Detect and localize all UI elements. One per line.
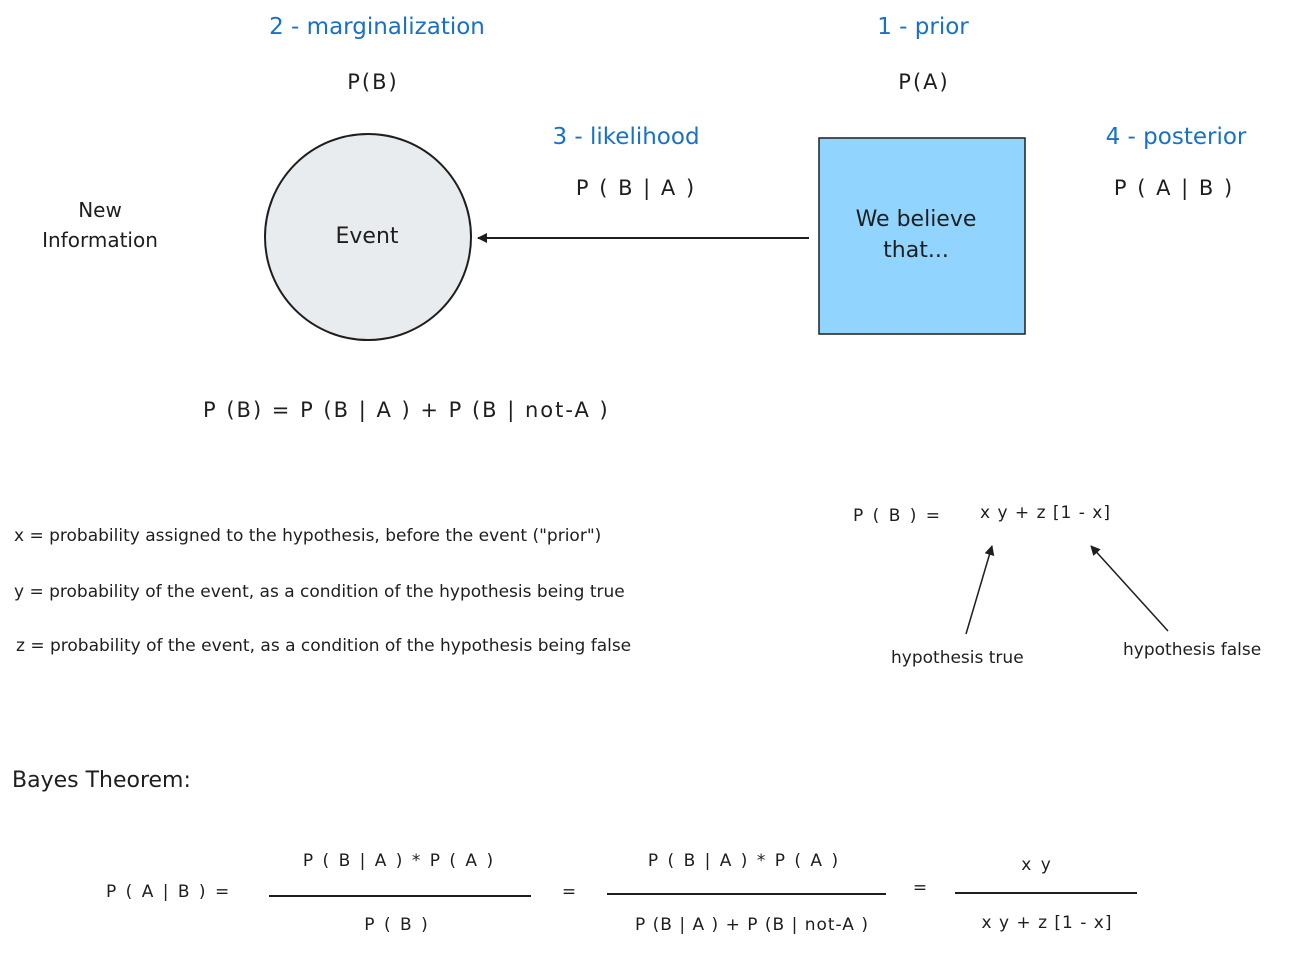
marginal-formula: P (B) = P (B | A ) + P (B | not-A ) — [203, 398, 610, 422]
bayes-frac3-numerator: x y — [1021, 855, 1053, 875]
bayes-frac1-numerator: P ( B | A ) * P ( A ) — [302, 851, 496, 871]
new-information-line1: New — [78, 198, 122, 222]
term-pba: P ( B | A ) — [575, 176, 697, 200]
bayes-equals-1: = — [561, 882, 577, 902]
arrow-hypothesis-false — [1090, 545, 1169, 632]
label-posterior: 4 - posterior — [1105, 124, 1247, 150]
bayes-frac2-numerator: P ( B | A ) * P ( A ) — [647, 851, 841, 871]
label-hypothesis-true: hypothesis true — [891, 648, 1024, 668]
term-pb: P(B) — [347, 70, 399, 94]
bayes-frac1-denominator: P ( B ) — [364, 915, 430, 935]
event-label: Event — [335, 224, 399, 249]
label-likelihood: 3 - likelihood — [552, 124, 700, 150]
belief-line2: that... — [883, 238, 949, 263]
definition-y: y = probability of the event, as a condi… — [14, 582, 625, 602]
pb-expansion-rhs: x y + z [1 - x] — [980, 503, 1111, 523]
bayes-frac2-denominator: P (B | A ) + P (B | not-A ) — [635, 915, 869, 935]
belief-box — [818, 137, 1026, 335]
arrow-hypothesis-true — [965, 545, 995, 635]
definition-z: z = probability of the event, as a condi… — [16, 636, 632, 656]
definition-x: x = probability assigned to the hypothes… — [14, 526, 602, 546]
bayes-frac3-denominator: x y + z [1 - x] — [981, 913, 1113, 933]
event-circle — [264, 133, 472, 341]
label-hypothesis-false: hypothesis false — [1123, 640, 1262, 660]
term-pab: P ( A | B ) — [1113, 176, 1235, 200]
bayes-equals-2: = — [912, 878, 928, 898]
bayes-lhs: P ( A | B ) = — [106, 882, 232, 902]
pb-expansion-lhs: P ( B ) = — [853, 506, 943, 526]
label-marginalization: 2 - marginalization — [269, 14, 485, 40]
belief-line1: We believe — [855, 207, 977, 232]
label-prior: 1 - prior — [877, 14, 969, 40]
new-information-line2: Information — [42, 228, 158, 252]
term-pa: P(A) — [898, 70, 950, 94]
bayes-title: Bayes Theorem: — [12, 768, 191, 793]
